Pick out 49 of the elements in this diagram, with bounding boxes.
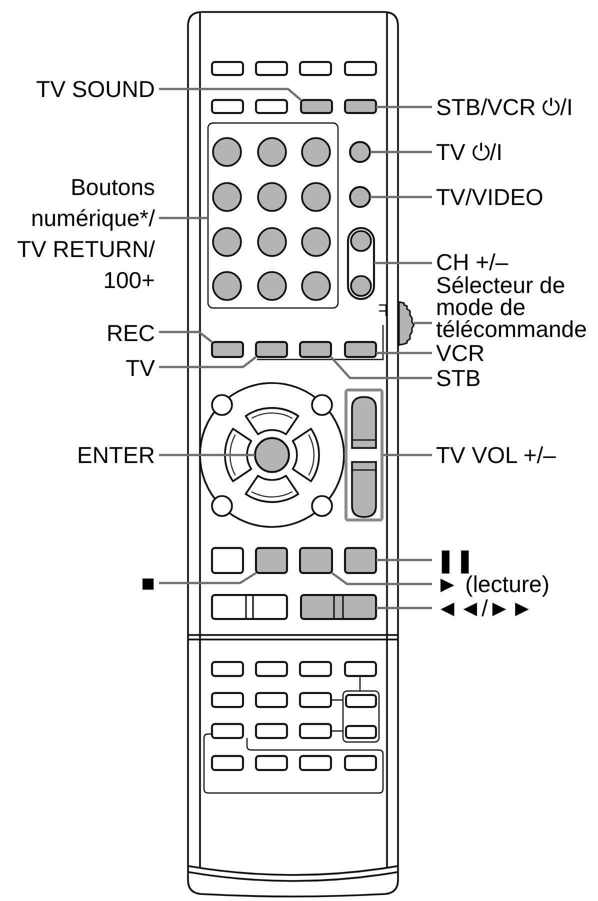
remote-button — [300, 99, 333, 114]
remote-button — [255, 341, 288, 358]
callout-label: TV SOUND — [36, 77, 155, 101]
leader-line — [374, 262, 432, 264]
callout-label: STB — [436, 366, 481, 390]
leader-line — [414, 322, 432, 324]
enter-button — [254, 437, 290, 473]
callout-label: CH +/– — [436, 250, 508, 274]
leader-line — [159, 330, 213, 343]
remote-button — [344, 341, 377, 358]
remote-button — [255, 547, 288, 574]
remote-button — [299, 547, 333, 574]
remote-button — [344, 547, 377, 574]
callout-label: ENTER — [77, 443, 155, 467]
leader-line — [159, 356, 257, 368]
remote-button — [344, 99, 377, 114]
leader-line — [370, 150, 432, 154]
leader-line — [159, 216, 208, 220]
leader-line — [376, 352, 432, 354]
leader-line — [159, 88, 302, 101]
callout-label: Sélecteur de mode de télécommande — [436, 274, 594, 340]
channel-rocker — [347, 227, 375, 300]
callout-label: TV VOL +/– — [436, 443, 556, 467]
callout-label: VCR — [436, 341, 485, 365]
leader-line — [331, 572, 432, 586]
leader-line — [376, 106, 432, 108]
remote-button — [300, 594, 377, 620]
leader-line — [376, 606, 432, 610]
leader-line — [330, 356, 432, 380]
callout-label: TV ⏻/I — [436, 140, 503, 164]
keypad-panel — [207, 122, 339, 309]
callout-label: ► (lecture) — [436, 572, 550, 596]
callout-label: Boutons numérique*/ TV RETURN/ 100+ — [10, 172, 155, 296]
remote-button — [299, 341, 332, 358]
volume-rocker — [344, 388, 384, 522]
leader-line — [376, 558, 432, 562]
leader-line — [370, 196, 432, 198]
callout-label: TV — [126, 356, 155, 380]
callout-label: ❚❚ — [436, 548, 475, 572]
callout-label: STB/VCR ⏻/I — [436, 95, 573, 119]
leader-line — [159, 572, 257, 584]
remote-button — [211, 341, 244, 358]
callout-label: TV/VIDEO — [436, 185, 544, 209]
leader-line — [159, 454, 255, 456]
callout-label: REC — [106, 321, 155, 345]
mode-selector-wheel — [398, 301, 415, 346]
leader-line — [384, 454, 432, 456]
callout-label: ◄◄/►► — [436, 596, 534, 620]
callout-label: ■ — [141, 571, 155, 595]
